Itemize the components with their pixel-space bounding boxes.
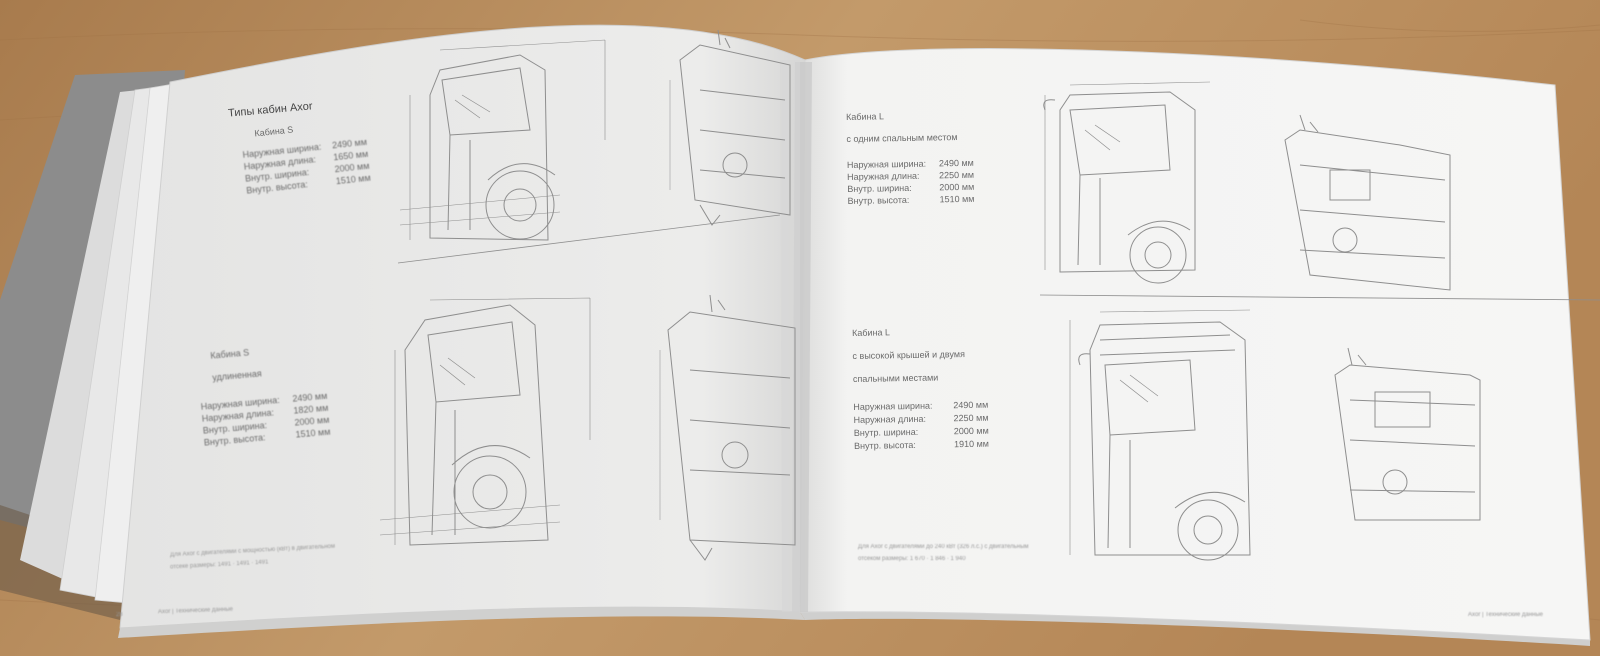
spec-value: 1510 мм [335,172,372,187]
spec-value: 2000 мм [953,425,989,437]
truck-side-drawing-bottom-right [1069,309,1251,561]
spec-value: 2000 мм [294,414,330,428]
spec-label: Внутр. высота: [853,439,916,451]
spec-label: Внутр. ширина: [853,426,919,438]
spec-value: 2250 мм [953,412,989,424]
spec-label: Наружная длина: [853,413,927,425]
truck-front-drawing-bottom-right [1334,347,1481,521]
truck-side-drawing-bottom [379,297,591,546]
cab-spec-block-left-top: Кабина S Наружная ширина: 2490 мм Наружн… [240,115,386,197]
spec-row: Внутр. высота: 1910 мм [854,438,1004,454]
spec-label: Наружная ширина: [846,158,927,170]
spec-label: Внутр. ширина: [847,182,912,194]
truck-front-drawing-bottom [659,294,796,561]
spec-label: Внутр. высота: [847,194,910,206]
spec-value: 1910 мм [953,438,990,450]
truck-front-drawing-top [669,29,791,226]
cab-spec-block-left-bottom: Кабина S удлиненная Наружная ширина: 249… [196,340,344,450]
spec-label: Наружная длина: [847,170,920,182]
spec-value: 2000 мм [939,181,975,193]
right-page [799,48,1591,641]
truck-side-drawing-top-right [1039,81,1600,301]
spec-value: 2490 мм [938,157,974,169]
page-edges-bottom [118,607,805,638]
left-page [119,24,806,629]
spec-value: 1510 мм [295,426,331,440]
spec-value: 1820 мм [293,402,329,416]
spec-value: 1510 мм [939,193,975,205]
running-title-right: Axor | Технические данные [1468,612,1543,618]
cab-spec-block-right-bottom: Кабина L с высокой крышей и двумя спальн… [852,325,1004,454]
spec-row: Внутр. высота: 1510 мм [847,194,987,208]
page-number-left: 28 [115,611,123,619]
spec-value: 2490 мм [953,399,989,411]
spec-label: Наружная ширина: [853,400,933,412]
footnote-right-2: отсеком размеры: 1 670 · 1 846 · 1 940 [858,556,966,562]
truck-front-drawing-top-right [1284,114,1451,291]
spec-value: 2250 мм [939,169,975,181]
truck-side-drawing-top [397,39,781,264]
cab-spec-block-right-top: Кабина L с одним спальным местом Наружна… [846,110,988,208]
spec-value: 2490 мм [292,390,328,404]
footnote-right-1: Для Axor с двигателями до 240 кВт (326 л… [858,544,1029,550]
